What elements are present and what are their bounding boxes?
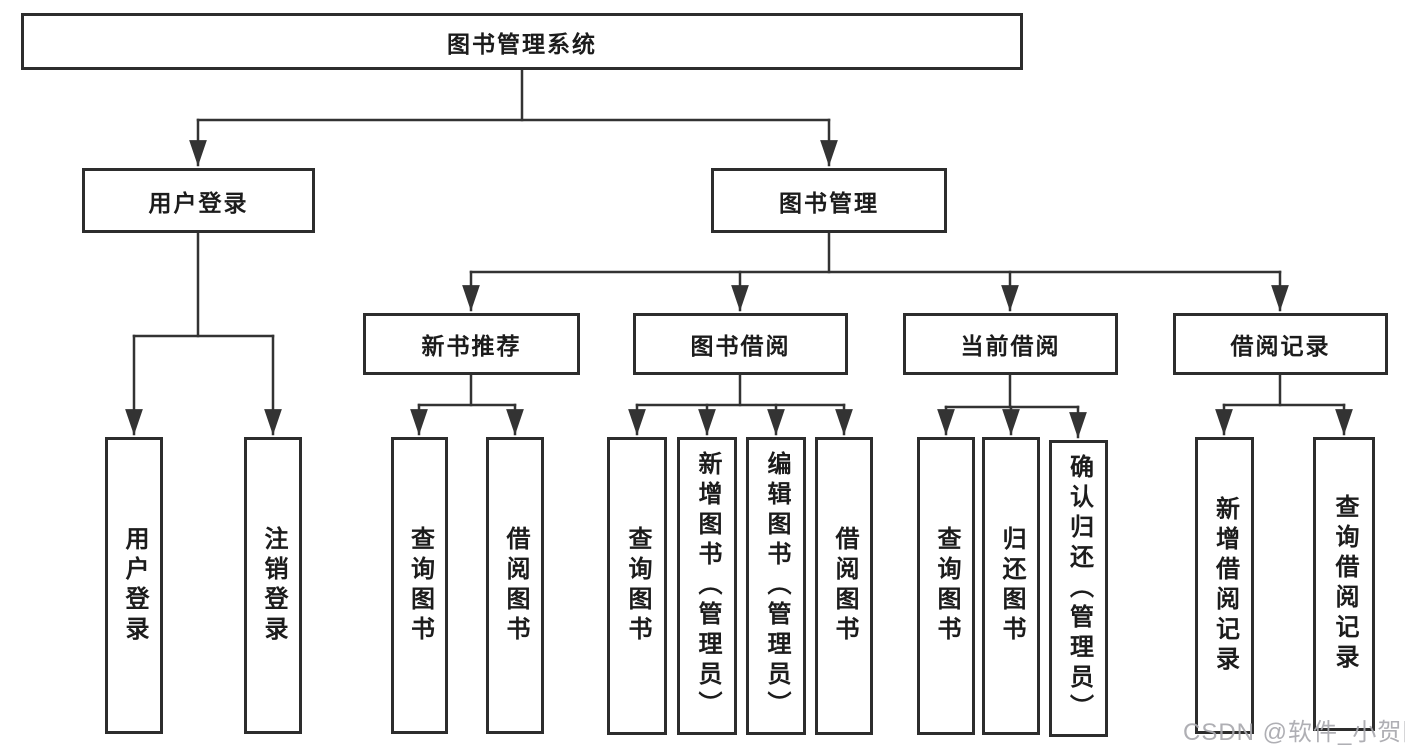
node-new-book-recommend: 新书推荐 bbox=[363, 313, 580, 375]
leaf-label: 新增借阅记录 bbox=[1211, 495, 1239, 676]
wires-book-mgmt-to-level3 bbox=[462, 231, 1289, 312]
leaf-label: 归还图书 bbox=[998, 526, 1025, 646]
leaf-label: 编辑图书（管理员） bbox=[763, 451, 790, 721]
leaf-label: 用户登录 bbox=[121, 525, 148, 646]
leaf-label: 注销登录 bbox=[260, 525, 287, 646]
node-user-login: 用户登录 bbox=[82, 168, 315, 233]
node-root-library-system: 图书管理系统 bbox=[21, 13, 1023, 70]
node-label: 图书管理系统 bbox=[447, 30, 597, 57]
node-label: 图书借阅 bbox=[690, 333, 791, 359]
leaf-user-login: 用户登录 bbox=[105, 437, 163, 734]
leaf-label: 查询图书 bbox=[933, 526, 960, 646]
node-label: 用户登录 bbox=[148, 189, 249, 216]
leaf-label: 查询借阅记录 bbox=[1331, 494, 1358, 674]
node-label: 当前借阅 bbox=[960, 333, 1061, 359]
leaf-edit-book-admin: 编辑图书（管理员） bbox=[746, 437, 806, 735]
node-book-management: 图书管理 bbox=[711, 168, 947, 233]
csdn-watermark: CSDN @软件_小贺同学 bbox=[1183, 719, 1405, 746]
leaf-borrow-book: 借阅图书 bbox=[815, 437, 873, 735]
wires-root-to-level2 bbox=[189, 66, 838, 167]
leaf-query-borrow-record: 查询借阅记录 bbox=[1313, 437, 1375, 731]
leaf-label: 借阅图书 bbox=[502, 525, 529, 646]
leaf-return-book: 归还图书 bbox=[982, 437, 1040, 735]
leaf-add-borrow-record: 新增借阅记录 bbox=[1195, 437, 1254, 734]
node-borrowing-records: 借阅记录 bbox=[1173, 313, 1388, 375]
node-book-borrowing: 图书借阅 bbox=[633, 313, 848, 375]
leaf-label: 查询图书 bbox=[624, 526, 651, 646]
node-label: 新书推荐 bbox=[421, 333, 522, 359]
leaf-query-book-current: 查询图书 bbox=[917, 437, 975, 735]
leaf-confirm-return-admin: 确认归还（管理员） bbox=[1049, 440, 1108, 737]
wires-borrow-record-subtree bbox=[1215, 373, 1353, 436]
leaf-logout: 注销登录 bbox=[244, 437, 302, 734]
leaf-label: 查询图书 bbox=[406, 525, 434, 646]
leaf-add-book-admin: 新增图书（管理员） bbox=[677, 437, 737, 735]
leaf-label: 新增图书（管理员） bbox=[694, 451, 721, 721]
node-current-borrowing: 当前借阅 bbox=[903, 313, 1118, 375]
node-label: 图书管理 bbox=[779, 189, 879, 216]
wires-book-borrow-subtree bbox=[628, 373, 853, 436]
leaf-label: 借阅图书 bbox=[831, 526, 858, 646]
leaf-query-book-borrow: 查询图书 bbox=[607, 437, 667, 735]
leaf-borrow-book-newrec: 借阅图书 bbox=[486, 437, 544, 734]
node-label: 借阅记录 bbox=[1230, 333, 1331, 359]
wires-user-login-subtree bbox=[125, 231, 282, 436]
leaf-label: 确认归还（管理员） bbox=[1065, 453, 1093, 724]
wires-new-book-subtree bbox=[410, 373, 524, 436]
leaf-query-book-newrec: 查询图书 bbox=[391, 437, 448, 734]
wires-current-borrow-subtree bbox=[937, 373, 1087, 439]
